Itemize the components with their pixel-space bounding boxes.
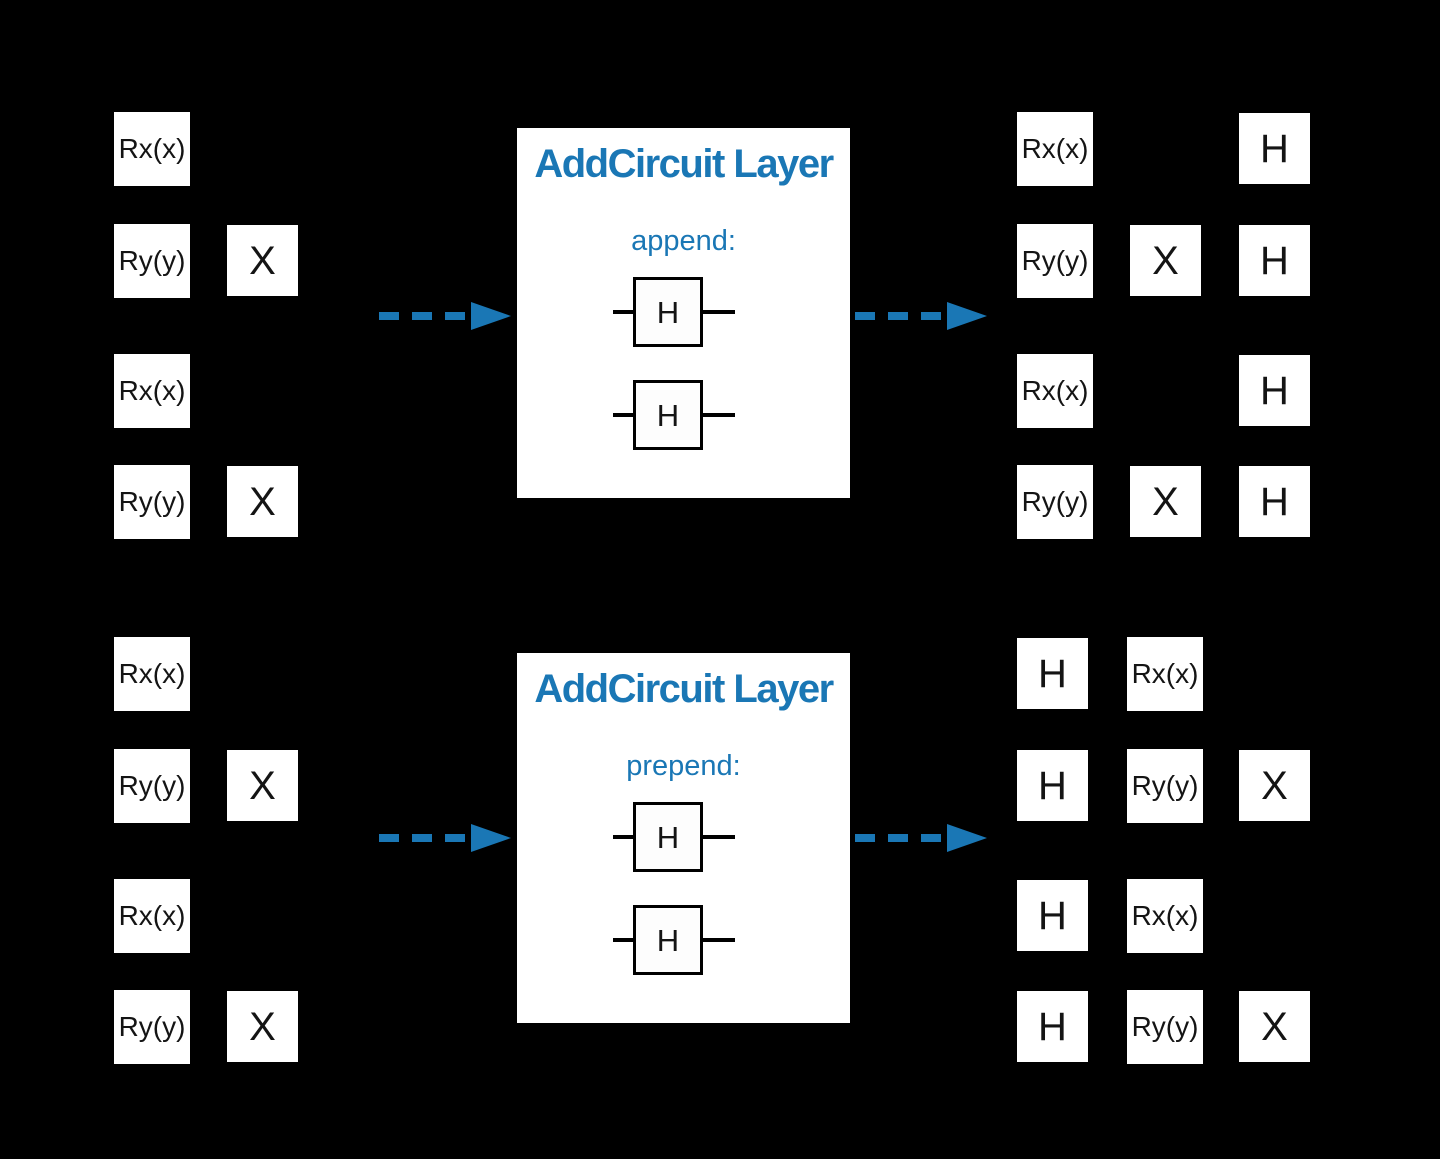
gate-h: H bbox=[1017, 750, 1088, 821]
addcircuit-layer-box-append: AddCircuit Layer append: H H bbox=[517, 128, 850, 498]
gate-rxx: Rx(x) bbox=[1017, 354, 1093, 428]
layer-title: AddCircuit Layer bbox=[534, 667, 834, 711]
gate-ryy: Ry(y) bbox=[114, 749, 190, 823]
gate-h: H bbox=[633, 380, 703, 450]
wire-segment bbox=[613, 413, 633, 417]
dashed-arrow-icon bbox=[855, 824, 987, 852]
input-circuit-batch-prepend: Rx(x) Ry(y) X Rx(x) Ry(y) X bbox=[114, 637, 414, 1067]
gate-h: H bbox=[1017, 991, 1088, 1062]
gate-ryy: Ry(y) bbox=[1127, 749, 1203, 823]
gate-x: X bbox=[1130, 225, 1201, 296]
h-gate-wire-assembly: H bbox=[613, 802, 735, 872]
wire-segment bbox=[613, 835, 633, 839]
gate-rxx: Rx(x) bbox=[1017, 112, 1093, 186]
gate-h: H bbox=[1017, 638, 1088, 709]
gate-h: H bbox=[1017, 880, 1088, 951]
wire-segment bbox=[703, 835, 735, 839]
gate-x: X bbox=[227, 225, 298, 296]
gate-rxx: Rx(x) bbox=[114, 879, 190, 953]
gate-x: X bbox=[1130, 466, 1201, 537]
mode-label-append: append: bbox=[631, 225, 736, 257]
addcircuit-layer-box-prepend: AddCircuit Layer prepend: H H bbox=[517, 653, 850, 1023]
gate-x: X bbox=[227, 991, 298, 1062]
gate-h: H bbox=[633, 277, 703, 347]
h-gate-wire-assembly: H bbox=[613, 277, 735, 347]
dashed-arrow-icon bbox=[855, 302, 987, 330]
gate-rxx: Rx(x) bbox=[1127, 637, 1203, 711]
gate-h: H bbox=[633, 905, 703, 975]
gate-h: H bbox=[1239, 466, 1310, 537]
gate-h: H bbox=[1239, 355, 1310, 426]
gate-rxx: Rx(x) bbox=[1127, 879, 1203, 953]
gate-h: H bbox=[1239, 225, 1310, 296]
gate-x: X bbox=[1239, 991, 1310, 1062]
gate-rxx: Rx(x) bbox=[114, 112, 190, 186]
layer-title: AddCircuit Layer bbox=[534, 142, 834, 186]
gate-x: X bbox=[227, 466, 298, 537]
dashed-arrow-icon bbox=[379, 302, 511, 330]
wire-segment bbox=[703, 310, 735, 314]
gate-h: H bbox=[633, 802, 703, 872]
gate-x: X bbox=[1239, 750, 1310, 821]
h-gate-wire-assembly: H bbox=[613, 905, 735, 975]
gate-rxx: Rx(x) bbox=[114, 354, 190, 428]
gate-rxx: Rx(x) bbox=[114, 637, 190, 711]
dashed-arrow-icon bbox=[379, 824, 511, 852]
gate-ryy: Ry(y) bbox=[114, 990, 190, 1064]
gate-ryy: Ry(y) bbox=[1127, 990, 1203, 1064]
gate-ryy: Ry(y) bbox=[114, 465, 190, 539]
wire-segment bbox=[703, 938, 735, 942]
input-circuit-batch-append: Rx(x) Ry(y) X Rx(x) Ry(y) X bbox=[114, 112, 414, 542]
gate-x: X bbox=[227, 750, 298, 821]
gate-ryy: Ry(y) bbox=[114, 224, 190, 298]
wire-segment bbox=[613, 310, 633, 314]
wire-segment bbox=[613, 938, 633, 942]
gate-ryy: Ry(y) bbox=[1017, 465, 1093, 539]
gate-ryy: Ry(y) bbox=[1017, 224, 1093, 298]
wire-segment bbox=[703, 413, 735, 417]
mode-label-prepend: prepend: bbox=[626, 750, 741, 782]
h-gate-wire-assembly: H bbox=[613, 380, 735, 450]
output-circuit-batch-prepend: H Rx(x) H Ry(y) X H Rx(x) H Ry(y) X bbox=[1017, 637, 1317, 1067]
gate-h: H bbox=[1239, 113, 1310, 184]
